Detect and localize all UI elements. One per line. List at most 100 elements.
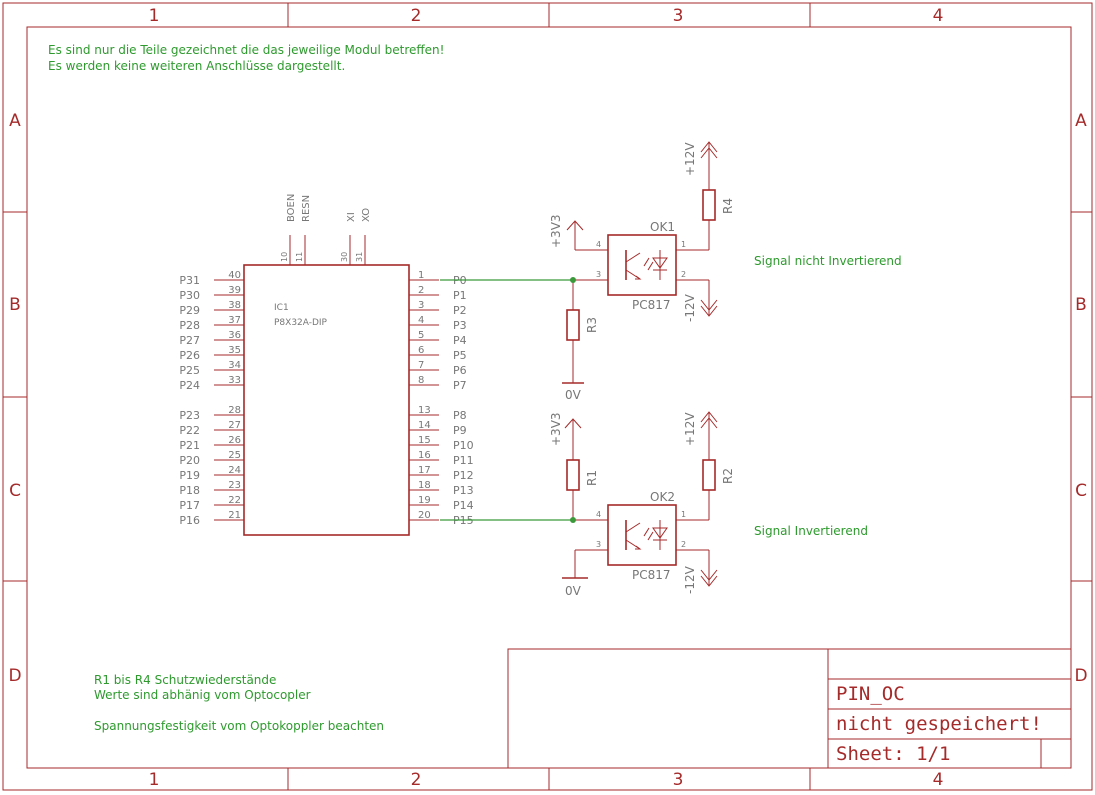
pin-number: 21 bbox=[228, 510, 241, 521]
ic1-side-pins: 40P3139P3038P2937P2836P2735P2634P2533P24… bbox=[179, 270, 473, 527]
pin-label: P3 bbox=[453, 319, 467, 332]
pin-number: 17 bbox=[418, 465, 431, 476]
pin-number: 39 bbox=[228, 285, 241, 296]
pin-number: 13 bbox=[418, 405, 431, 416]
note-top-line2: Es werden keine weiteren Anschlüsse darg… bbox=[48, 59, 345, 73]
ok2-pin2: 2 bbox=[681, 540, 686, 549]
ok1-pin2: 2 bbox=[681, 270, 686, 279]
pin-number: 37 bbox=[228, 315, 241, 326]
ok1-name: OK1 bbox=[650, 220, 675, 234]
pin-number: 27 bbox=[228, 420, 241, 431]
column-label: 3 bbox=[673, 6, 684, 26]
optocoupler-ok2[interactable]: OK2 PC817 4 3 1 2 bbox=[575, 490, 709, 582]
pin-label: P26 bbox=[179, 349, 200, 362]
note-bottom-line2: Werte sind abhänig vom Optocopler bbox=[94, 688, 311, 702]
resistor-r3-label: R3 bbox=[585, 317, 599, 333]
row-label: A bbox=[9, 111, 21, 131]
pin-label: P23 bbox=[179, 409, 200, 422]
pin-number: 15 bbox=[418, 435, 431, 446]
pin-label: P31 bbox=[179, 274, 200, 287]
pin-number: 33 bbox=[228, 375, 241, 386]
signal-top-label: Signal nicht Invertierend bbox=[754, 254, 902, 268]
supply-3v3-label: +3V3 bbox=[549, 412, 563, 446]
pin-label: RESN bbox=[301, 195, 312, 222]
column-label: 4 bbox=[933, 6, 944, 26]
pin-number: 8 bbox=[418, 375, 424, 386]
resistor-r4-label: R4 bbox=[721, 198, 735, 214]
column-label: 4 bbox=[933, 770, 944, 790]
optocoupler-ok1[interactable]: OK1 PC817 4 3 1 2 bbox=[575, 220, 709, 312]
pin-number: 16 bbox=[418, 450, 431, 461]
supply-3v3-label: +3V3 bbox=[549, 214, 563, 248]
pin-label: P5 bbox=[453, 349, 467, 362]
row-label: C bbox=[9, 481, 21, 501]
pin-label: P10 bbox=[453, 439, 474, 452]
pin-number: 23 bbox=[228, 480, 241, 491]
pin-number: 20 bbox=[418, 510, 431, 521]
junction-dot bbox=[570, 517, 576, 523]
pin-label: P12 bbox=[453, 469, 474, 482]
pin-label: P8 bbox=[453, 409, 467, 422]
column-label: 1 bbox=[149, 770, 160, 790]
pin-number: 36 bbox=[228, 330, 241, 341]
pin-label: P30 bbox=[179, 289, 200, 302]
pin-label: BOEN bbox=[286, 194, 297, 222]
pin-number: 35 bbox=[228, 345, 241, 356]
title-block: PIN_OC nicht gespeichert! Sheet: 1/1 bbox=[507, 648, 1072, 769]
pin-label: P6 bbox=[453, 364, 467, 377]
pin-label: P22 bbox=[179, 424, 200, 437]
pin-number: 22 bbox=[228, 495, 241, 506]
pin-label: P14 bbox=[453, 499, 474, 512]
ok2-supply-wiring bbox=[562, 411, 718, 587]
pin-number: 1 bbox=[418, 270, 424, 281]
pin-label: P1 bbox=[453, 289, 467, 302]
row-label: C bbox=[1075, 481, 1087, 501]
pin-label: XI bbox=[346, 212, 357, 222]
column-label: 2 bbox=[411, 6, 422, 26]
pin-label: P7 bbox=[453, 379, 467, 392]
pin-label: P24 bbox=[179, 379, 200, 392]
pin-number: 19 bbox=[418, 495, 431, 506]
pin-number: 30 bbox=[340, 252, 349, 262]
ic1-value: P8X32A-DIP bbox=[274, 318, 328, 328]
gnd-label: 0V bbox=[565, 584, 582, 598]
pin-number: 26 bbox=[228, 435, 241, 446]
supply-12v-label: +12V bbox=[683, 142, 697, 176]
pin-label: P11 bbox=[453, 454, 474, 467]
junction-dot bbox=[570, 277, 576, 283]
pin-number: 7 bbox=[418, 360, 424, 371]
pin-label: P9 bbox=[453, 424, 467, 437]
ok1-pin1: 1 bbox=[681, 240, 686, 249]
note-top-line1: Es sind nur die Teile gezeichnet die das… bbox=[48, 43, 444, 57]
row-label: B bbox=[1075, 295, 1087, 315]
pin-number: 5 bbox=[418, 330, 424, 341]
resistor-r1-label: R1 bbox=[585, 470, 599, 486]
ok2-name: OK2 bbox=[650, 490, 675, 504]
row-label: D bbox=[1074, 666, 1087, 686]
signal-bottom-label: Signal Invertierend bbox=[754, 524, 868, 538]
column-label: 3 bbox=[673, 770, 684, 790]
pin-label: P4 bbox=[453, 334, 467, 347]
ic1-symbol[interactable]: IC1 P8X32A-DIP bbox=[243, 235, 410, 536]
pin-number: 3 bbox=[418, 300, 424, 311]
ok2-pin3: 3 bbox=[596, 540, 601, 549]
pin-label: P2 bbox=[453, 304, 467, 317]
pin-number: 24 bbox=[228, 465, 241, 476]
frame-row-labels: A B C D A B C D bbox=[8, 111, 1087, 686]
title-name: PIN_OC bbox=[836, 683, 905, 705]
row-label: A bbox=[1075, 111, 1087, 131]
ic1-name: IC1 bbox=[274, 303, 289, 313]
pin-number: 10 bbox=[280, 252, 289, 262]
pin-label: XO bbox=[361, 208, 372, 222]
pin-label: P21 bbox=[179, 439, 200, 452]
pin-label: P19 bbox=[179, 469, 200, 482]
pin-number: 25 bbox=[228, 450, 241, 461]
pin-label: P18 bbox=[179, 484, 200, 497]
column-label: 2 bbox=[411, 770, 422, 790]
pin-label: P27 bbox=[179, 334, 200, 347]
row-label: B bbox=[9, 295, 21, 315]
pin-number: 28 bbox=[228, 405, 241, 416]
pin-label: P20 bbox=[179, 454, 200, 467]
ok2-pin1: 1 bbox=[681, 510, 686, 519]
